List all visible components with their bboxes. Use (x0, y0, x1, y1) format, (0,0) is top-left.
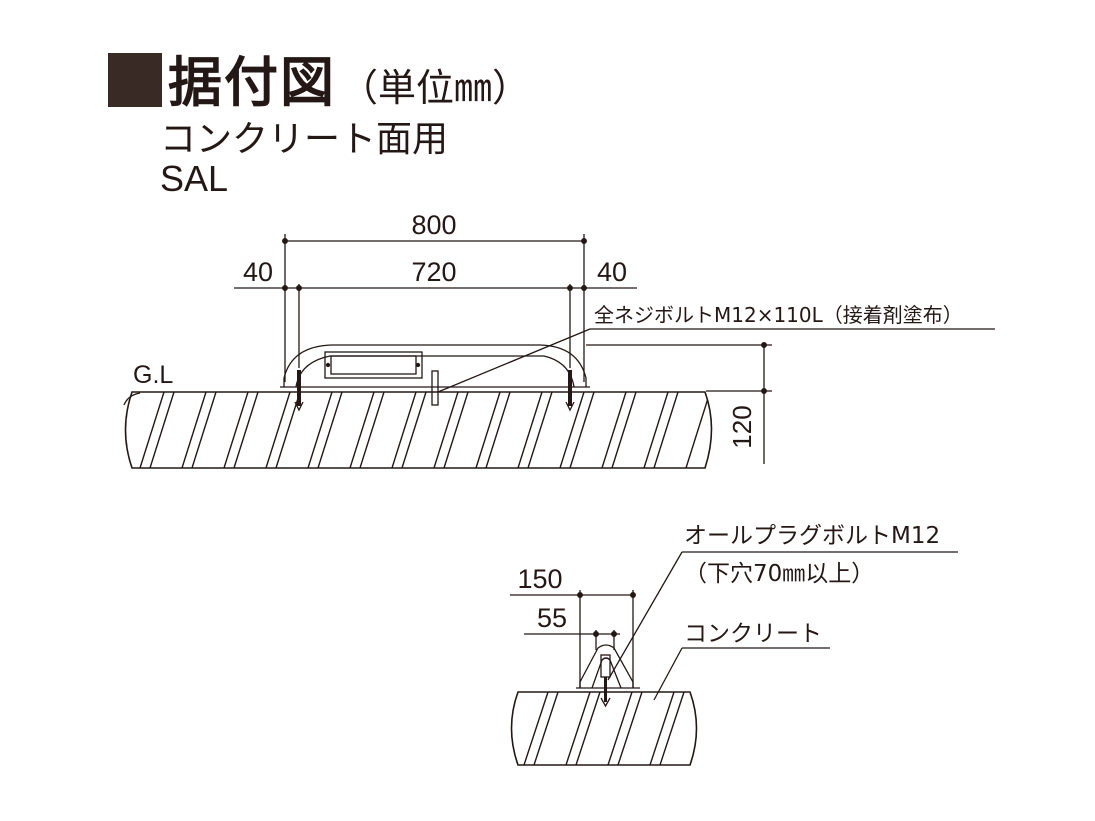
concrete-label: コンクリート (684, 621, 822, 647)
dim-inner: 720 (411, 257, 456, 287)
model-name: SAL (160, 158, 229, 199)
unit-label: （単位㎜） (340, 66, 531, 110)
anchor-label: オールプラグボルトM12 (684, 523, 940, 549)
detail-view (510, 551, 958, 766)
dim-detail-inner: 55 (537, 603, 567, 633)
dim-detail-outer: 150 (517, 564, 562, 594)
title-row: 据付図 （単位㎜） (108, 38, 530, 117)
title-block: 据付図 （単位㎜） (108, 38, 530, 117)
bolt-right (565, 370, 575, 412)
dim-right: 40 (597, 257, 627, 287)
height-dim: 120 (727, 405, 757, 448)
bolt-label: 全ネジボルトM12×110L（接着剤塗布） (594, 303, 963, 327)
page-title: 据付図 (168, 51, 336, 114)
dim-total: 800 (411, 210, 456, 240)
dim-left: 40 (243, 257, 273, 287)
subtitle: コンクリート面用 (160, 119, 449, 160)
title-square-icon (108, 53, 162, 107)
main-view (123, 234, 995, 469)
ground-label: G.L (133, 361, 173, 389)
anchor-note: （下穴70㎜以上） (684, 561, 874, 587)
